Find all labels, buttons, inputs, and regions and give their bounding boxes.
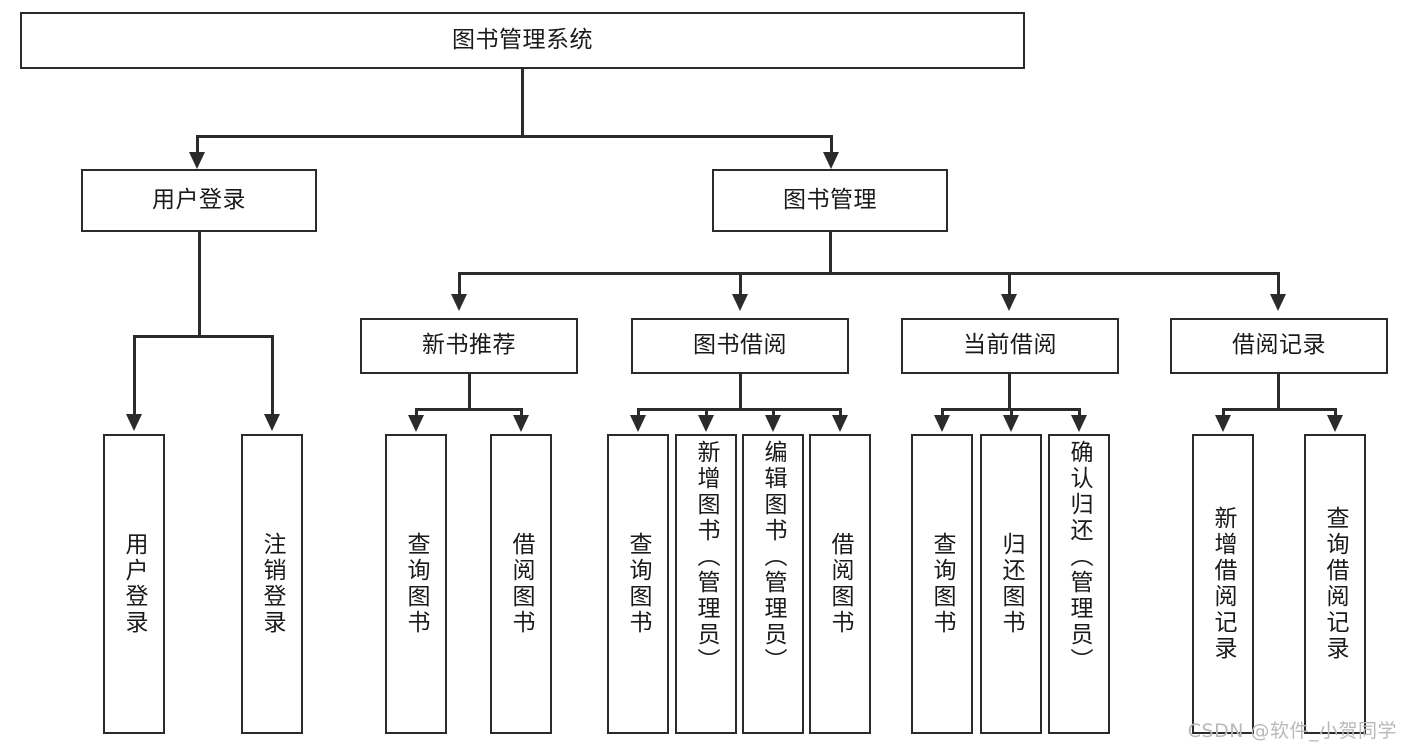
connector-root-stem bbox=[521, 69, 524, 137]
arrowhead-cb-to-leaf-1 bbox=[934, 415, 950, 432]
node-label: 编辑图书（管理员） bbox=[760, 440, 787, 674]
connector-bb-to-leaf-1 bbox=[637, 408, 640, 418]
arrowhead-user-login-to-leaf-1 bbox=[126, 414, 142, 431]
node-label: 借阅图书 bbox=[508, 532, 535, 636]
connector-book-management-bus bbox=[458, 272, 1279, 275]
node-leaf-query-record[interactable]: 查询借阅记录 bbox=[1304, 434, 1366, 734]
node-current-borrow[interactable]: 当前借阅 bbox=[901, 318, 1119, 374]
node-new-book-recommend[interactable]: 新书推荐 bbox=[360, 318, 578, 374]
node-leaf-query-book-3[interactable]: 查询图书 bbox=[911, 434, 973, 734]
node-label: 新增借阅记录 bbox=[1210, 506, 1237, 662]
node-label: 图书借阅 bbox=[693, 332, 787, 359]
connector-current-borrow-stem bbox=[1008, 374, 1011, 410]
node-label: 查询借阅记录 bbox=[1322, 506, 1349, 662]
connector-root-bus bbox=[196, 135, 832, 138]
arrowhead-new-book-to-leaf-2 bbox=[513, 415, 529, 432]
node-label: 注销登录 bbox=[259, 532, 286, 636]
arrowhead-bm-to-current-borrow bbox=[1001, 294, 1017, 311]
connector-user-login-to-leaf-2 bbox=[271, 335, 274, 417]
arrowhead-br-to-leaf-2 bbox=[1327, 415, 1343, 432]
node-label: 新书推荐 bbox=[422, 332, 516, 359]
connector-user-login-bus bbox=[133, 335, 273, 338]
arrowhead-bm-to-book-borrow bbox=[732, 294, 748, 311]
arrowhead-root-to-book-management bbox=[823, 152, 839, 169]
node-leaf-query-book-2[interactable]: 查询图书 bbox=[607, 434, 669, 734]
node-leaf-user-login[interactable]: 用户登录 bbox=[103, 434, 165, 734]
connector-bb-to-leaf-4 bbox=[839, 408, 842, 418]
connector-user-login-to-leaf-1 bbox=[133, 335, 136, 417]
connector-new-book-to-leaf-1 bbox=[415, 408, 418, 418]
arrowhead-cb-to-leaf-3 bbox=[1071, 415, 1087, 432]
node-leaf-borrow-book-2[interactable]: 借阅图书 bbox=[809, 434, 871, 734]
connector-bb-to-leaf-3 bbox=[772, 408, 775, 418]
node-book-borrow[interactable]: 图书借阅 bbox=[631, 318, 849, 374]
connector-new-book-stem bbox=[468, 374, 471, 410]
connector-new-book-to-leaf-2 bbox=[520, 408, 523, 418]
connector-new-book-bus bbox=[415, 408, 522, 411]
node-label: 确认归还（管理员） bbox=[1066, 440, 1093, 674]
connector-book-borrow-bus bbox=[637, 408, 841, 411]
connector-user-login-stem bbox=[198, 232, 201, 337]
node-label: 借阅记录 bbox=[1232, 332, 1326, 359]
connector-cb-to-leaf-3 bbox=[1078, 408, 1081, 418]
node-label: 当前借阅 bbox=[963, 332, 1057, 359]
connector-bm-to-current-borrow bbox=[1008, 272, 1011, 296]
node-label: 新增图书（管理员） bbox=[693, 440, 720, 674]
node-borrow-record[interactable]: 借阅记录 bbox=[1170, 318, 1388, 374]
node-book-management[interactable]: 图书管理 bbox=[712, 169, 948, 232]
node-label: 查询图书 bbox=[403, 532, 430, 636]
connector-book-borrow-stem bbox=[739, 374, 742, 410]
node-leaf-add-book[interactable]: 新增图书（管理员） bbox=[675, 434, 737, 734]
arrowhead-bm-to-new-book bbox=[451, 294, 467, 311]
connector-cb-to-leaf-2 bbox=[1010, 408, 1013, 418]
connector-borrow-record-stem bbox=[1277, 374, 1280, 410]
node-label: 用户登录 bbox=[152, 186, 246, 213]
arrowhead-cb-to-leaf-2 bbox=[1003, 415, 1019, 432]
connector-bm-to-borrow-record bbox=[1277, 272, 1280, 296]
node-root-book-management-system[interactable]: 图书管理系统 bbox=[20, 12, 1025, 69]
connector-bm-to-book-borrow bbox=[739, 272, 742, 296]
arrowhead-bb-to-leaf-4 bbox=[832, 415, 848, 432]
watermark-text: CSDN @软件_小贺同学 bbox=[1187, 720, 1397, 742]
node-label: 查询图书 bbox=[929, 532, 956, 636]
arrowhead-bb-to-leaf-1 bbox=[630, 415, 646, 432]
node-leaf-logout-login[interactable]: 注销登录 bbox=[241, 434, 303, 734]
node-label: 借阅图书 bbox=[827, 532, 854, 636]
connector-bb-to-leaf-2 bbox=[705, 408, 708, 418]
node-label: 图书管理 bbox=[783, 186, 877, 213]
arrowhead-root-to-user-login bbox=[189, 152, 205, 169]
node-label: 图书管理系统 bbox=[452, 26, 593, 53]
node-label: 查询图书 bbox=[625, 532, 652, 636]
arrowhead-bm-to-borrow-record bbox=[1270, 294, 1286, 311]
node-user-login[interactable]: 用户登录 bbox=[81, 169, 317, 232]
connector-root-to-book-management bbox=[830, 135, 833, 157]
connector-borrow-record-bus bbox=[1222, 408, 1336, 411]
connector-bm-to-new-book bbox=[458, 272, 461, 296]
connector-cb-to-leaf-1 bbox=[941, 408, 944, 418]
connector-root-to-user-login bbox=[196, 135, 199, 157]
node-leaf-edit-book[interactable]: 编辑图书（管理员） bbox=[742, 434, 804, 734]
connector-br-to-leaf-2 bbox=[1334, 408, 1337, 418]
node-leaf-return-book[interactable]: 归还图书 bbox=[980, 434, 1042, 734]
node-leaf-query-book-1[interactable]: 查询图书 bbox=[385, 434, 447, 734]
connector-book-management-stem bbox=[829, 232, 832, 274]
arrowhead-user-login-to-leaf-2 bbox=[264, 414, 280, 431]
arrowhead-br-to-leaf-1 bbox=[1215, 415, 1231, 432]
arrowhead-new-book-to-leaf-1 bbox=[408, 415, 424, 432]
node-leaf-borrow-book-1[interactable]: 借阅图书 bbox=[490, 434, 552, 734]
arrowhead-bb-to-leaf-3 bbox=[765, 415, 781, 432]
node-leaf-add-record[interactable]: 新增借阅记录 bbox=[1192, 434, 1254, 734]
node-label: 用户登录 bbox=[121, 532, 148, 636]
connector-br-to-leaf-1 bbox=[1222, 408, 1225, 418]
node-leaf-confirm-return[interactable]: 确认归还（管理员） bbox=[1048, 434, 1110, 734]
node-label: 归还图书 bbox=[998, 532, 1025, 636]
arrowhead-bb-to-leaf-2 bbox=[698, 415, 714, 432]
